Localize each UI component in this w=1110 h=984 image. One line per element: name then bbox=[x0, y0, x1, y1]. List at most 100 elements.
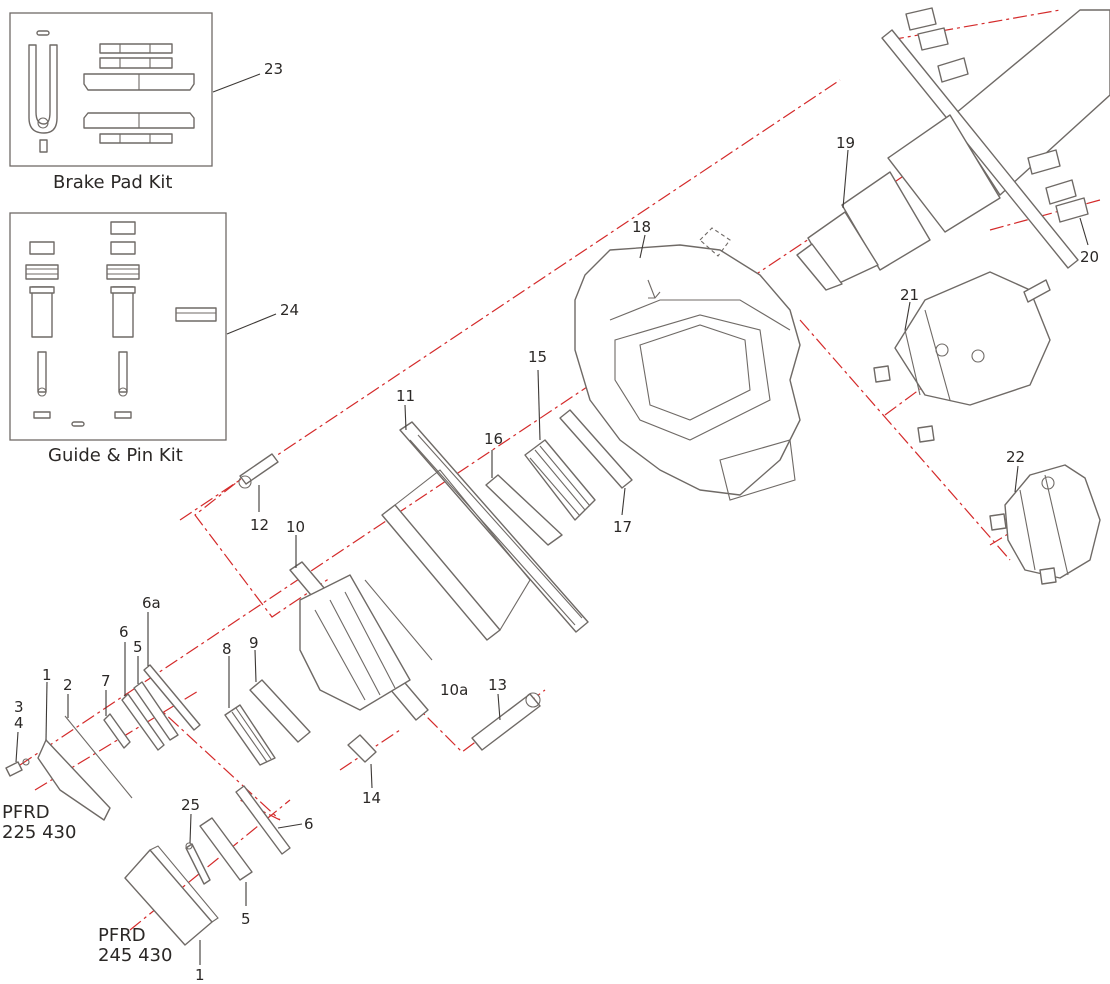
brake-pad-kit: 23 Brake Pad Kit bbox=[9, 12, 283, 193]
kit-small-seal bbox=[71, 421, 85, 427]
pfrd-225-line2: 225 430 bbox=[2, 822, 76, 843]
callout-25: 25 bbox=[181, 796, 200, 814]
kit-small-screw bbox=[39, 139, 48, 153]
part-5-clip bbox=[133, 681, 179, 741]
axle-tube bbox=[949, 9, 1110, 196]
ring-17-body bbox=[559, 409, 633, 489]
kit-guide-right bbox=[106, 221, 140, 419]
hub-10: 10 10a bbox=[286, 518, 468, 721]
chamber-21-port-1 bbox=[935, 343, 949, 357]
axle-spindle-body bbox=[887, 114, 1001, 233]
axle-assembly: 19 20 bbox=[796, 7, 1110, 291]
leader-3-4 bbox=[15, 731, 19, 763]
bearing-15-rollers bbox=[529, 445, 591, 517]
kit-cap-right bbox=[110, 241, 136, 255]
callout-3: 3 bbox=[14, 698, 24, 716]
bolt-12: 12 bbox=[238, 453, 279, 534]
kit-pad-2-detail bbox=[119, 58, 151, 68]
callout-16: 16 bbox=[484, 430, 503, 448]
part-1-cover bbox=[37, 739, 111, 821]
leader-25 bbox=[189, 813, 192, 844]
part-6a-plate bbox=[143, 664, 201, 731]
kit-sleeve-right bbox=[112, 286, 134, 338]
kit-sleeve-left-top bbox=[29, 286, 55, 294]
leader-24 bbox=[226, 313, 277, 335]
hub-axis bbox=[179, 79, 841, 521]
hub-body bbox=[299, 574, 411, 711]
chamber-route bbox=[799, 319, 1011, 561]
bolt-13-body bbox=[471, 693, 541, 751]
pfrd-245-cover-edge bbox=[149, 845, 219, 923]
caliper-bridge bbox=[609, 299, 791, 331]
chamber-21-nut-2 bbox=[917, 425, 935, 443]
callout-4: 4 bbox=[14, 714, 24, 732]
callout-10a: 10a bbox=[440, 681, 468, 699]
kit-pin-right bbox=[118, 351, 128, 393]
kit-pad-5-detail bbox=[119, 134, 151, 143]
axle-bolt-1 bbox=[905, 7, 937, 31]
callout-23: 23 bbox=[264, 60, 283, 78]
chamber-22-band bbox=[1019, 474, 1069, 576]
bushing-14-body bbox=[347, 734, 377, 763]
brake-disc-11: 11 bbox=[381, 387, 589, 641]
kit-bar-hole bbox=[37, 117, 49, 129]
callout-1b: 1 bbox=[195, 966, 205, 984]
callout-13: 13 bbox=[488, 676, 507, 694]
leader-9 bbox=[254, 649, 257, 683]
chamber-22-port bbox=[1041, 476, 1055, 490]
axle-bolts bbox=[905, 7, 1089, 223]
bushing-14: 14 bbox=[347, 734, 381, 807]
part-3-screw bbox=[5, 761, 23, 777]
leader-15 bbox=[537, 369, 541, 441]
callout-17: 17 bbox=[613, 518, 632, 536]
leader-20 bbox=[1079, 217, 1089, 246]
hub-ribs bbox=[314, 591, 396, 701]
bolt-13-head bbox=[525, 692, 541, 708]
kit-pad-2 bbox=[99, 57, 173, 69]
disc-hat-face bbox=[394, 469, 531, 631]
callout-9: 9 bbox=[249, 634, 259, 652]
chamber-21-port-2 bbox=[971, 349, 985, 363]
callout-5a: 5 bbox=[133, 638, 143, 656]
brake-pad-kit-label: Brake Pad Kit bbox=[53, 172, 172, 193]
caliper-pad-slot bbox=[639, 324, 751, 421]
callout-6b: 6 bbox=[304, 815, 314, 833]
kit-pad-1-detail bbox=[119, 44, 151, 53]
leader-21 bbox=[904, 301, 911, 331]
callout-2: 2 bbox=[63, 676, 73, 694]
kit-washer-left bbox=[33, 411, 51, 419]
chamber-21-body bbox=[894, 271, 1051, 406]
part-2-gasket bbox=[64, 715, 133, 799]
callout-22: 22 bbox=[1006, 448, 1025, 466]
callout-15: 15 bbox=[528, 348, 547, 366]
pfrd-245-cotter bbox=[185, 843, 211, 885]
kit-ring bbox=[175, 307, 217, 322]
caliper-window bbox=[614, 314, 771, 441]
caliper-assembly: 18 bbox=[574, 218, 801, 501]
leader-14 bbox=[370, 763, 373, 789]
chamber-21-band bbox=[904, 309, 951, 401]
seal-9: 9 bbox=[249, 634, 311, 743]
callout-21: 21 bbox=[900, 286, 919, 304]
leader-23 bbox=[212, 73, 261, 93]
callout-8: 8 bbox=[222, 640, 232, 658]
leader-1a bbox=[45, 681, 48, 741]
chamber-21-fitting bbox=[1023, 279, 1051, 303]
pfrd-245-clip bbox=[199, 817, 253, 881]
kit-pad-1 bbox=[99, 43, 173, 54]
leader-22 bbox=[1014, 465, 1019, 493]
chamber-22-nut-2 bbox=[1039, 567, 1057, 585]
kit-bellows-right bbox=[106, 264, 140, 280]
callout-20: 20 bbox=[1080, 248, 1099, 266]
chamber-22-body bbox=[1004, 464, 1101, 579]
part-7-washer bbox=[103, 713, 131, 749]
bolt-12-head bbox=[238, 475, 252, 489]
bearing-8-rollers bbox=[231, 707, 272, 763]
seal-9-body bbox=[249, 679, 311, 743]
kit-bellows-right-lines bbox=[107, 268, 139, 275]
callout-6a: 6 bbox=[119, 623, 129, 641]
kit-pin-left bbox=[37, 351, 47, 393]
callout-6a-label: 6a bbox=[142, 594, 161, 612]
pfrd-225-group: 3 4 1 2 7 6 5 6a PFRD 225 430 bbox=[2, 594, 201, 843]
kit-pads bbox=[83, 43, 195, 144]
